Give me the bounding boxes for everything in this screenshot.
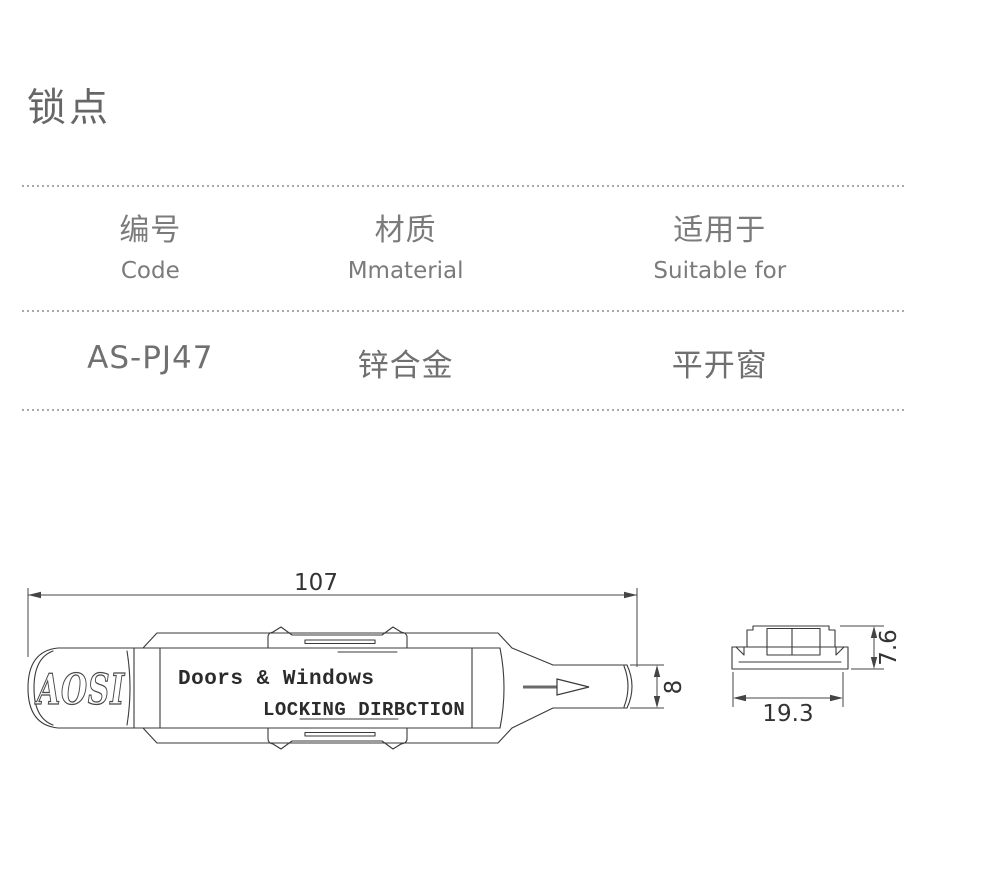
locking-direction-arrow-icon	[523, 678, 590, 696]
section-view: 7.6 19.3	[731, 625, 902, 727]
dimension-section-height: 7.6	[840, 625, 902, 670]
value-material: 锌合金	[357, 348, 454, 384]
header-suitable-zh: 适用于	[673, 213, 767, 248]
label-locking-direction: LOCKING DIRBCTION	[263, 699, 465, 721]
rails	[142, 632, 513, 744]
dim-length-text: 107	[294, 570, 338, 596]
header-code-en: Code	[120, 258, 180, 284]
separator-top	[22, 185, 907, 187]
value-code: AS-PJ47	[87, 340, 214, 376]
dimension-length: 107	[27, 570, 638, 667]
spec-table-header: 编号 Code 材质 Mmaterial 适用于 Suitable for	[22, 205, 907, 284]
label-doors-windows: Doors & Windows	[178, 668, 375, 691]
dim-pin-text: 8	[661, 680, 687, 695]
dim-section-width-text: 19.3	[762, 701, 813, 727]
technical-drawing: AOSI	[27, 570, 902, 750]
page-title: 锁点	[27, 86, 112, 131]
header-material-en: Mmaterial	[347, 258, 464, 284]
locking-pin	[511, 647, 633, 729]
bottom-clip	[267, 718, 408, 750]
top-clip	[267, 626, 408, 653]
separator-middle	[22, 310, 907, 312]
spec-table-row: AS-PJ47 锌合金 平开窗	[22, 340, 907, 385]
separator-bottom	[22, 409, 907, 411]
header-code-zh: 编号	[119, 213, 182, 248]
section-outline	[731, 625, 849, 670]
end-cap	[27, 647, 135, 729]
header-cell-material: 材质 Mmaterial	[279, 205, 533, 284]
main-view: AOSI	[27, 626, 633, 750]
dim-section-height-text: 7.6	[876, 629, 902, 666]
dimension-section-width: 19.3	[732, 672, 844, 727]
header-suitable-en: Suitable for	[653, 258, 787, 284]
body-outline	[133, 647, 505, 729]
brand-text: AOSI	[34, 665, 125, 714]
dimension-pin-diameter: 8	[630, 664, 687, 709]
header-cell-code: 编号 Code	[22, 205, 279, 284]
header-material-zh: 材质	[374, 213, 437, 248]
header-cell-suitable: 适用于 Suitable for	[533, 205, 907, 284]
value-suitable: 平开窗	[671, 348, 768, 384]
